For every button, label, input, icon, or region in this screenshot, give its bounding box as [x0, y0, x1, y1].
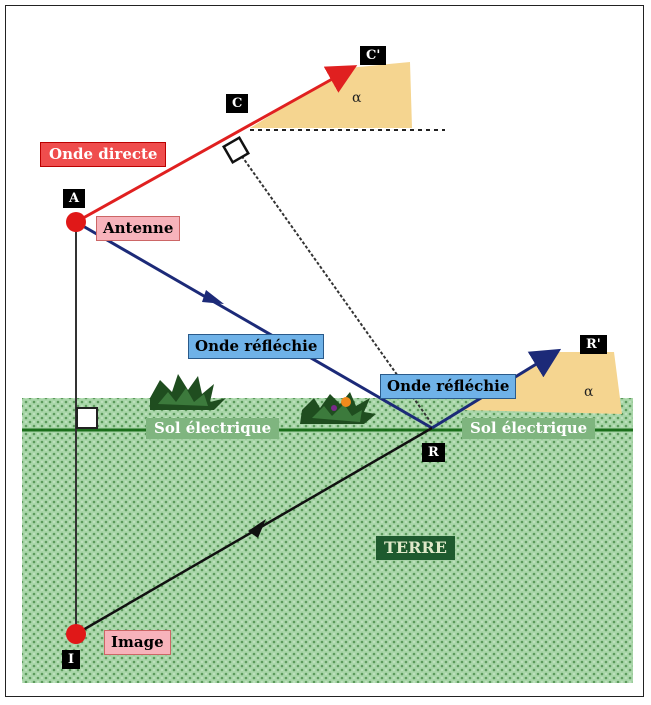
reflected-wave-label-1: Onde réfléchie — [188, 334, 325, 359]
earth-label: TERRE — [376, 536, 455, 560]
image-label: Image — [104, 630, 171, 655]
ground-label-2: Sol électrique — [462, 418, 596, 439]
image-dot — [66, 624, 86, 644]
bush-right — [300, 392, 376, 424]
right-angle-ground — [76, 407, 98, 429]
direct-wave-label: Onde directe — [40, 142, 167, 167]
direct-wave-line — [75, 65, 358, 224]
angle-alpha-top: α — [352, 90, 362, 106]
antenna-dot — [66, 212, 86, 232]
reflected-wave-label-2: Onde réfléchie — [380, 374, 517, 399]
angle-alpha-right: α — [584, 384, 594, 400]
image-line-arrow — [248, 519, 266, 538]
right-angle-c — [221, 135, 251, 165]
point-r-prime-label: R' — [580, 335, 607, 354]
bush-left — [150, 374, 226, 410]
point-a-label: A — [63, 189, 86, 208]
point-i-label: I — [62, 650, 81, 669]
point-c-prime-label: C' — [360, 46, 387, 65]
point-c-label: C — [226, 94, 249, 113]
antenna-label: Antenne — [96, 216, 181, 241]
reflected-wave-arrow — [202, 290, 224, 304]
point-r-label: R — [422, 443, 445, 462]
angle-wedge-top — [250, 62, 412, 128]
ground-label-1: Sol électrique — [146, 418, 280, 439]
diagram-frame — [5, 5, 644, 697]
reflected-wave-a-r — [75, 220, 433, 430]
